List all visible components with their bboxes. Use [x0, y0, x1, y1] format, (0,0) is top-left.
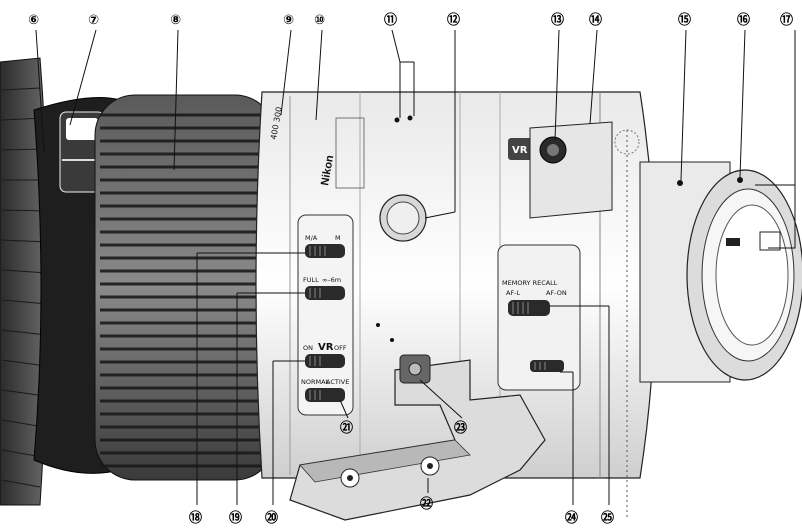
focus-mode-right-label: M	[335, 234, 341, 242]
callout-11: ⑪	[384, 12, 397, 28]
tripod-lock-knob[interactable]	[379, 194, 427, 242]
callout-13: ⑬	[551, 12, 564, 28]
callout-16: ⑯	[737, 12, 750, 28]
leader-lines	[35, 29, 796, 505]
vr-switch[interactable]	[305, 354, 345, 368]
callout-21: ㉑	[340, 420, 353, 436]
af-function-switch[interactable]	[508, 300, 550, 316]
foot-lock[interactable]	[399, 354, 431, 384]
vr-mode-switch[interactable]	[305, 388, 345, 402]
vr-mode-right-label: ACTIVE	[326, 378, 349, 386]
callout-25: ㉕	[601, 510, 614, 526]
callout-22: ㉒	[420, 496, 433, 512]
focus-preset-switch[interactable]	[530, 360, 564, 372]
callout-8: ⑧	[170, 13, 181, 28]
callout-18: ⑱	[189, 510, 202, 526]
vr-on-label: ON	[303, 344, 313, 352]
memory-recall-label: MEMORY RECALL	[502, 279, 558, 287]
callout-6: ⑥	[28, 13, 39, 28]
callout-19: ⑲	[229, 510, 242, 526]
memory-set-knob[interactable]	[539, 136, 567, 164]
callout-labels: ⑥ ⑦ ⑧ ⑨ ⑩ ⑪ ⑫ ⑬ ⑭ ⑮ ⑯ ⑰ ⑱ ⑲ ⑳ ㉑ ㉒ ㉓ ㉔ ㉕	[28, 12, 793, 526]
mount-index	[677, 180, 683, 186]
brand-label: Nikon	[319, 154, 336, 186]
vr-badge: VR	[508, 138, 534, 160]
callout-7: ⑦	[88, 13, 99, 28]
switch-panel-front: M/A M FULL ∞–6m ON VR OFF NORMAL ACTIVE	[297, 214, 354, 416]
callout-23: ㉓	[454, 420, 467, 436]
callout-17: ⑰	[780, 12, 793, 28]
callout-24: ㉔	[565, 510, 578, 526]
af-left-label: AF-L	[506, 289, 521, 297]
vr-off-label: OFF	[334, 344, 347, 352]
focus-mode-left-label: M/A	[305, 234, 318, 242]
svg-text:VR: VR	[512, 145, 528, 156]
limit-right-label: ∞–6m	[322, 276, 341, 284]
vr-label: VR	[318, 342, 334, 353]
callout-15: ⑮	[678, 12, 691, 28]
callout-9: ⑨	[283, 13, 294, 28]
focus-limit-switch[interactable]	[305, 286, 345, 300]
callout-14: ⑭	[589, 12, 602, 28]
af-right-label: AF-ON	[546, 289, 567, 297]
zoom-ring[interactable]	[94, 94, 276, 481]
callout-12: ⑫	[447, 12, 460, 28]
tripod-foot	[289, 359, 546, 521]
switch-panel-rear: MEMORY RECALL AF-L AF-ON	[497, 244, 581, 391]
callout-10: ⑩	[314, 13, 325, 28]
limit-left-label: FULL	[303, 276, 319, 284]
lens-hood	[0, 57, 49, 506]
vr-mode-left-label: NORMAL	[301, 378, 330, 386]
callout-20: ⑳	[265, 510, 278, 526]
collar-ring	[529, 121, 613, 219]
lens-mount	[639, 161, 802, 383]
